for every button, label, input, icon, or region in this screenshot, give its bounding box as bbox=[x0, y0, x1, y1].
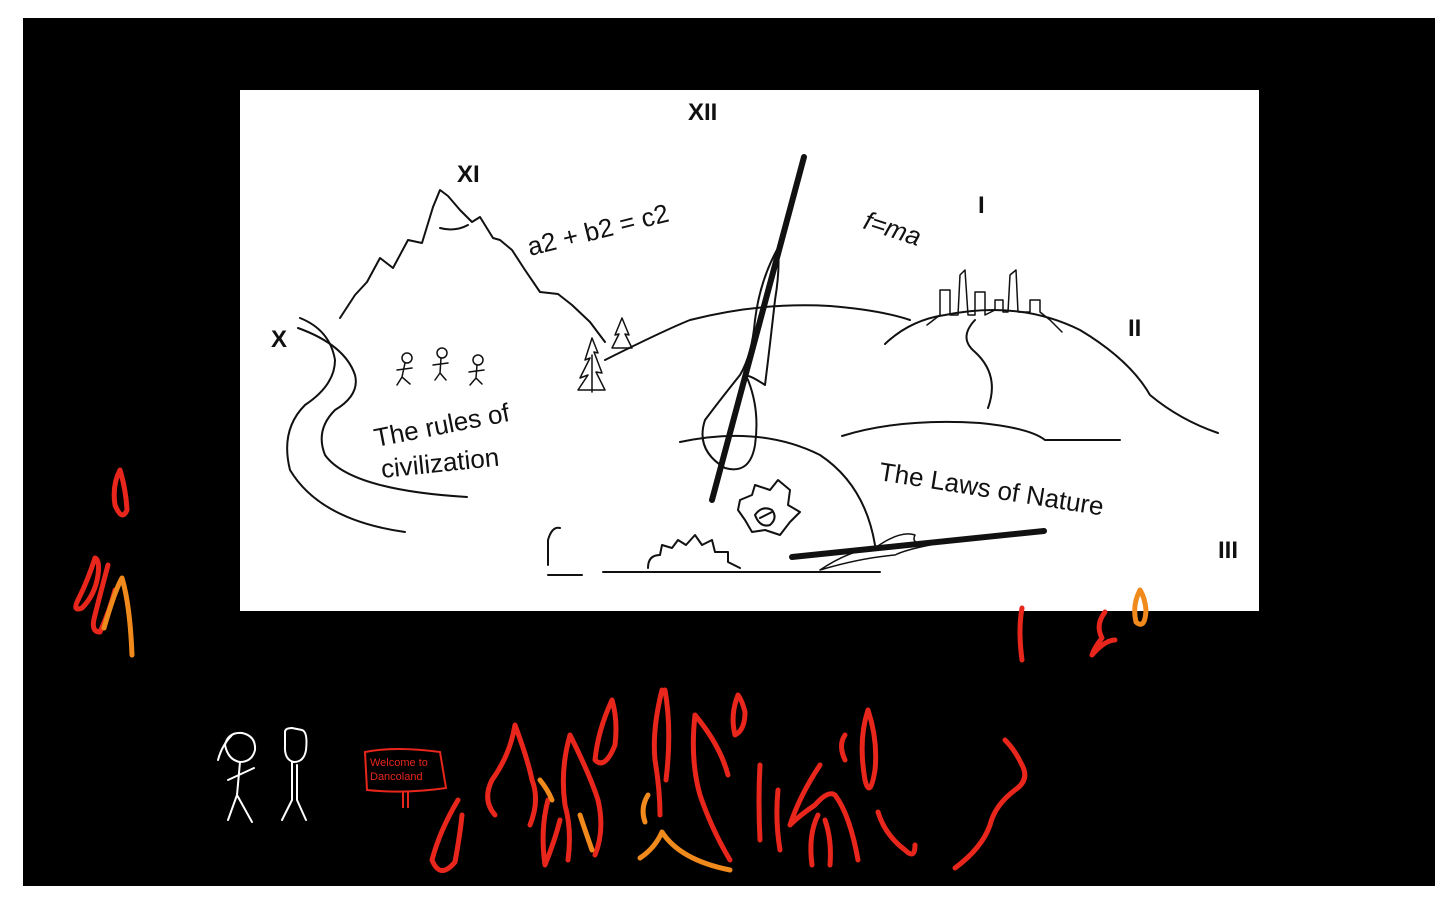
flame-b3 bbox=[540, 797, 563, 868]
right-hill bbox=[884, 309, 1219, 434]
city bbox=[926, 269, 1063, 333]
small-dome bbox=[547, 526, 561, 566]
flame-orange-3 bbox=[637, 829, 733, 873]
flame-b1 bbox=[429, 797, 465, 873]
flame-b5 bbox=[592, 697, 619, 766]
hour-hand bbox=[709, 154, 807, 503]
flame-left-1 bbox=[73, 555, 102, 612]
flame-b9 bbox=[756, 762, 783, 853]
stick-figures bbox=[217, 727, 308, 823]
clock-hands bbox=[709, 154, 1047, 560]
flames bbox=[73, 467, 1149, 873]
central-hill bbox=[604, 304, 911, 361]
flame-b11 bbox=[808, 812, 833, 868]
flame-b8 bbox=[730, 692, 748, 738]
flame-orange-4 bbox=[537, 777, 555, 803]
sign-text-line2: Dancoland bbox=[370, 771, 423, 783]
numeral-x: X bbox=[271, 326, 287, 353]
river-bank-outer bbox=[286, 317, 406, 533]
trees bbox=[577, 317, 633, 393]
gear-center bbox=[754, 507, 776, 527]
gear-middle bbox=[737, 479, 801, 536]
flame-b2 bbox=[485, 722, 538, 828]
flame-b6 bbox=[651, 687, 672, 818]
flame-b10 bbox=[787, 762, 861, 863]
left-figure-hair bbox=[217, 734, 233, 761]
numeral-i: I bbox=[978, 192, 985, 219]
crank bbox=[759, 511, 773, 519]
flame-b14 bbox=[952, 737, 1028, 871]
flame-b7 bbox=[690, 712, 733, 863]
numeral-ii: II bbox=[1128, 315, 1141, 342]
flame-right-1 bbox=[1017, 605, 1025, 663]
sign-board bbox=[363, 748, 448, 793]
left-figure-body bbox=[227, 761, 255, 823]
right-figure-body bbox=[281, 761, 307, 821]
flame-b12 bbox=[839, 707, 879, 791]
flame-left-top bbox=[111, 467, 130, 518]
flame-b4 bbox=[560, 732, 604, 863]
numeral-iii: III bbox=[1218, 537, 1238, 564]
minute-hand bbox=[789, 528, 1047, 560]
flame-right-2 bbox=[1089, 609, 1118, 658]
dome bbox=[679, 434, 876, 546]
mountain bbox=[339, 189, 606, 343]
gear-left bbox=[647, 534, 741, 569]
left-figure-head bbox=[224, 731, 257, 763]
flame-right-orange bbox=[1132, 587, 1149, 627]
sign-text-line1: Welcome to bbox=[370, 757, 428, 769]
flame-orange-1 bbox=[577, 812, 595, 853]
welcome-sign: Welcome to Dancoland bbox=[363, 748, 448, 808]
mountain-cap bbox=[439, 224, 469, 231]
river-bank-inner bbox=[297, 327, 468, 498]
numeral-xi: XI bbox=[457, 161, 480, 188]
flame-orange-2 bbox=[640, 792, 651, 825]
right-figure-head bbox=[283, 727, 308, 763]
numeral-xii: XII bbox=[688, 99, 717, 126]
lower-ridge bbox=[841, 420, 1121, 441]
flame-b13 bbox=[875, 809, 918, 857]
stick-people bbox=[396, 347, 485, 386]
flame-left-orange bbox=[101, 575, 135, 658]
right-hill-path bbox=[965, 319, 993, 409]
